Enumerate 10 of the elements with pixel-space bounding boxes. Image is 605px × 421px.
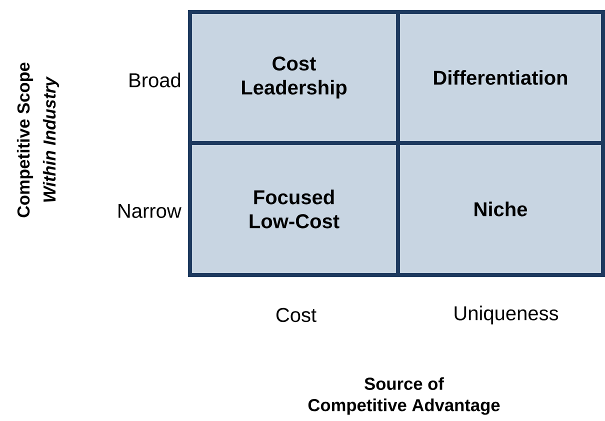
- axis-title: Source of Competitive Advantage: [308, 377, 500, 415]
- axis-label: Uniqueness: [454, 306, 558, 324]
- axis-title: Competitive Scope: [16, 62, 34, 218]
- axis-label: Cost: [276, 308, 316, 322]
- matrix-cell: Focused Low-Cost: [188, 141, 400, 277]
- matrix-cell: Niche: [396, 141, 605, 277]
- matrix-cell: Cost Leadership: [188, 10, 400, 145]
- axis-label: Broad: [130, 72, 180, 88]
- axis-title: Within Industry: [42, 76, 60, 202]
- matrix-cell: Differentiation: [396, 10, 605, 145]
